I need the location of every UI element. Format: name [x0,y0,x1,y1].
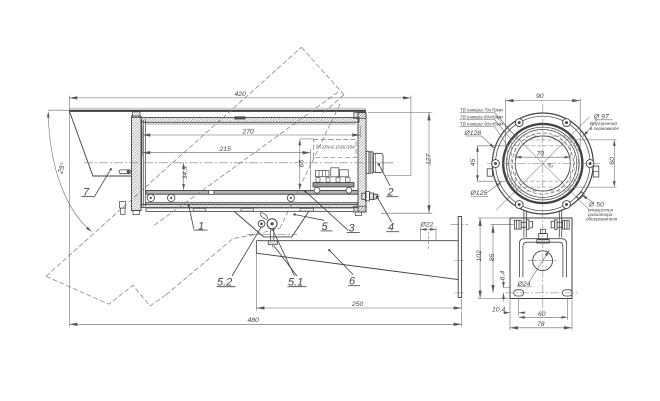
svg-text:65: 65 [299,160,306,168]
svg-text:420: 420 [235,91,247,98]
svg-text:в гермовводе: в гермовводе [590,126,619,131]
svg-text:7: 7 [83,186,90,198]
svg-text:Ø 97: Ø 97 [593,113,609,120]
svg-text:Ø125: Ø125 [470,190,488,197]
svg-text:5.2: 5.2 [217,277,232,289]
svg-text:6,4: 6,4 [500,271,507,281]
svg-text:Ø24: Ø24 [517,281,531,288]
svg-text:ТВ камера 80х60мм: ТВ камера 80х60мм [460,114,504,119]
svg-text:70: 70 [537,150,545,157]
svg-text:1: 1 [198,220,204,232]
svg-text:ТВ камера 70х70мм: ТВ камера 70х70мм [460,107,504,112]
svg-text:БП 220VAC-12VDC/15W: БП 220VAC-12VDC/15W [316,145,355,150]
svg-text:85: 85 [489,253,496,261]
svg-text:127: 127 [426,153,433,165]
svg-text:5.1: 5.1 [288,277,303,289]
svg-text:60: 60 [538,311,546,318]
svg-text:215: 215 [219,146,232,153]
svg-text:78: 78 [537,321,545,328]
svg-text:90: 90 [536,93,544,100]
svg-text:5: 5 [322,221,329,233]
svg-text:34,5: 34,5 [182,166,189,179]
svg-text:6: 6 [349,276,356,288]
svg-text:Ø 50: Ø 50 [588,201,604,208]
svg-text:250: 250 [351,301,364,308]
svg-text:Ø128: Ø128 [464,130,482,137]
svg-text:обогревателя: обогревателя [586,217,618,222]
svg-text:270: 270 [242,129,255,136]
svg-text:3: 3 [349,222,356,234]
svg-text:ТВ камера 90х45мм: ТВ камера 90х45мм [460,122,504,127]
svg-text:Внутренний: Внутренний [590,120,617,126]
svg-text:480: 480 [248,317,260,324]
svg-text:102: 102 [476,250,483,262]
svg-text:4: 4 [388,222,394,234]
svg-text:радиатора: радиатора [587,212,613,217]
svg-text:R2: R2 [545,162,554,171]
svg-text:Ø22: Ø22 [420,222,434,229]
svg-text:60: 60 [609,157,616,165]
svg-text:10,4: 10,4 [492,307,505,314]
svg-text:25°: 25° [55,161,68,175]
svg-text:отверстия: отверстия [588,207,613,212]
svg-text:45: 45 [470,158,477,166]
svg-text:2: 2 [387,186,394,198]
